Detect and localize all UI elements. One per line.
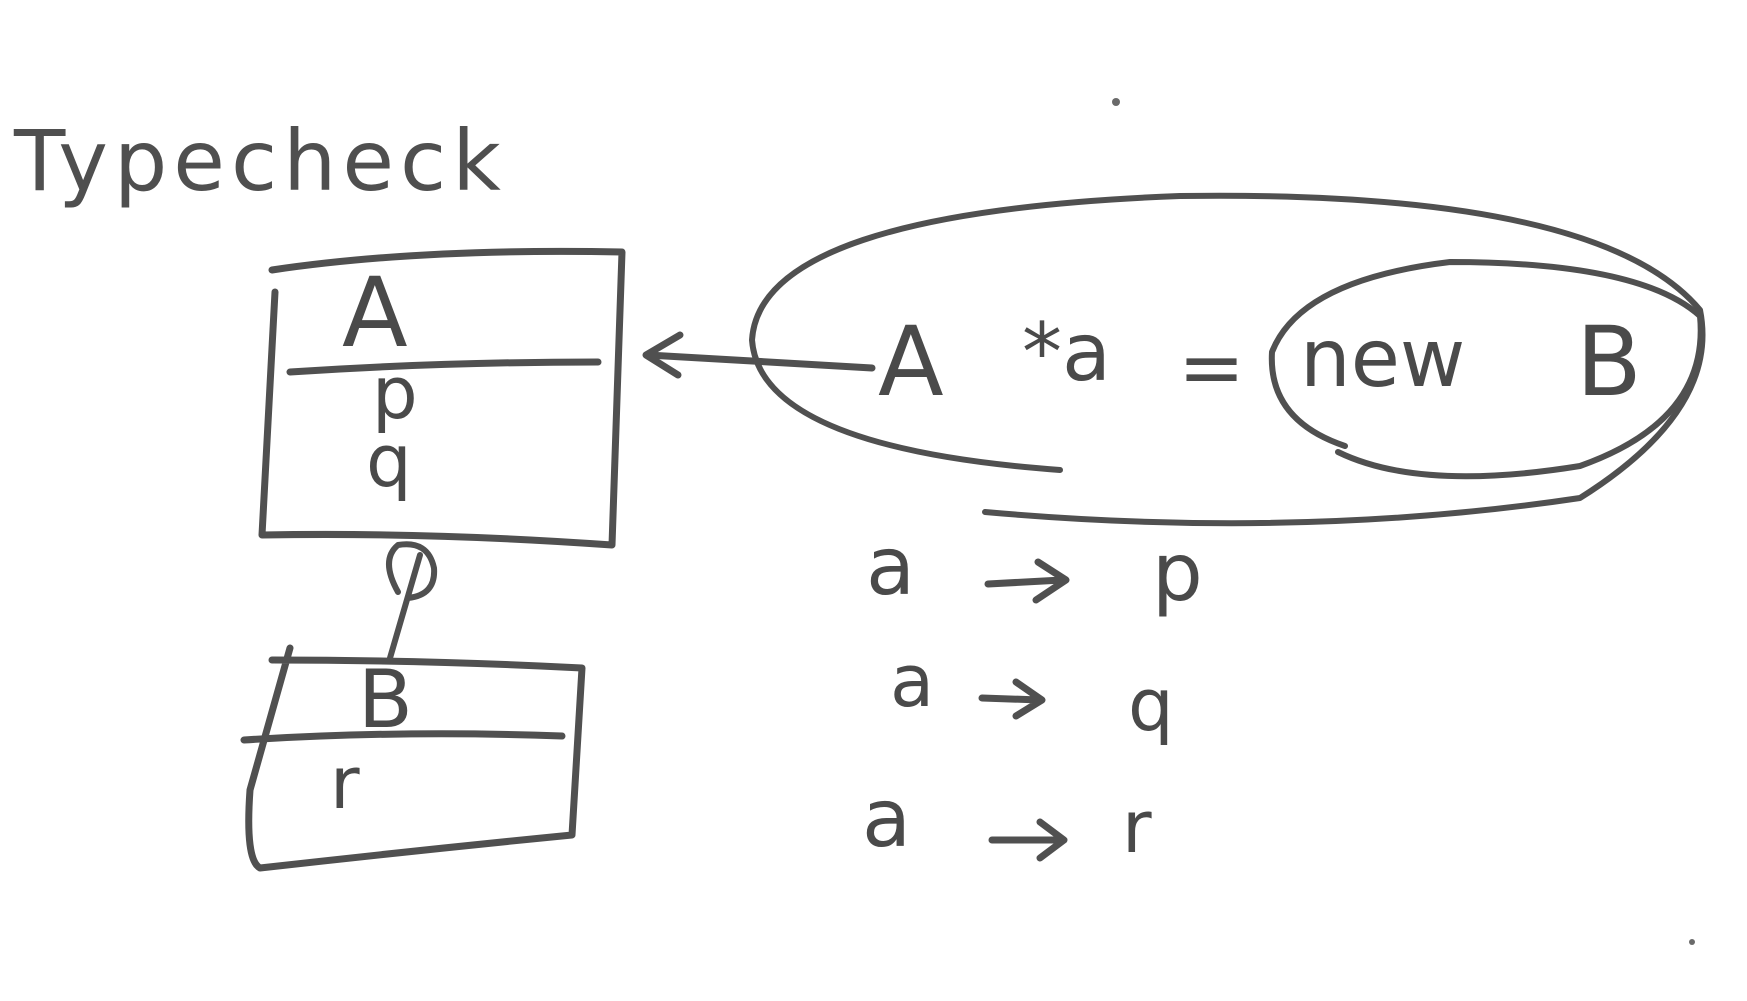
- mapping-row: a r: [862, 772, 1152, 869]
- mapping-arrow: [988, 818, 1068, 862]
- mapping-arrow: [978, 678, 1046, 720]
- inheritance-line: [387, 552, 423, 661]
- mapping-from: a: [890, 639, 934, 723]
- class-b-field-r: r: [330, 741, 360, 825]
- statement-new-keyword: new: [1300, 312, 1465, 405]
- diagram-title: Typecheck: [13, 112, 507, 210]
- class-b-box: B r: [240, 644, 586, 872]
- stray-dot: [1689, 939, 1695, 945]
- class-b-divider: [240, 730, 566, 744]
- stray-dot: [1112, 98, 1120, 106]
- statement-outer-oval: [749, 192, 1706, 527]
- mapping-list: a p a q a r: [862, 520, 1203, 869]
- inheritance-head: [386, 541, 438, 601]
- class-b-name: B: [358, 653, 413, 746]
- mapping-to: q: [1128, 663, 1174, 747]
- class-b-outline: [245, 644, 586, 872]
- class-a-outline: [258, 247, 626, 549]
- statement-equals: =: [1178, 321, 1245, 414]
- mapping-to: p: [1152, 526, 1203, 619]
- statement: A *a = new B: [878, 306, 1642, 418]
- mapping-row: a q: [890, 639, 1174, 747]
- mapping-from: a: [862, 772, 911, 865]
- type-arrow-head: [642, 331, 684, 379]
- statement-constructor: B: [1576, 306, 1642, 418]
- mapping-arrow: [984, 558, 1070, 604]
- class-a-field-p: p: [372, 351, 418, 435]
- class-a-field-q: q: [366, 419, 412, 503]
- class-a-divider: [286, 358, 602, 376]
- mapping-row: a p: [866, 520, 1203, 619]
- new-expression-oval: [1268, 259, 1704, 480]
- class-a-box: A p q: [258, 247, 626, 549]
- class-a-name: A: [342, 257, 408, 369]
- inheritance-arrow: [386, 541, 438, 661]
- statement-type: A: [878, 306, 944, 418]
- statement-variable: *a: [1022, 306, 1111, 399]
- mapping-to: r: [1122, 785, 1152, 869]
- mapping-from: a: [866, 520, 915, 613]
